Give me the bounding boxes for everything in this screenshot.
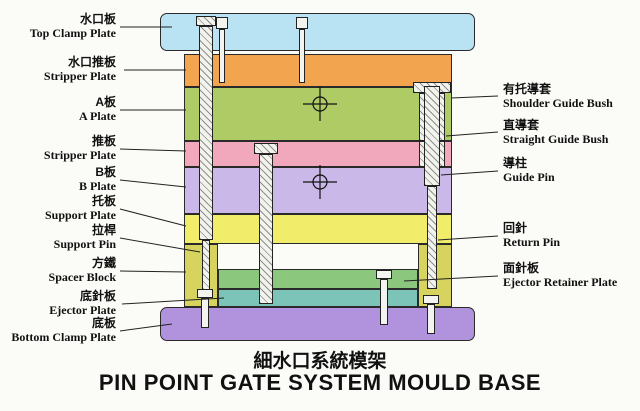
label-ejector-plate: 底針板 Ejector Plate [0, 289, 116, 317]
label-cn: 導柱 [503, 156, 528, 170]
label-en: Guide Pin [503, 170, 555, 184]
label-cn: 有托導套 [503, 82, 552, 96]
label-en: Top Clamp Plate [29, 26, 116, 40]
label-en: Stripper Plate [43, 148, 116, 162]
label-cn: 回針 [503, 221, 528, 235]
leader-shoulder-bush [450, 95, 499, 99]
center-pin-head [254, 143, 278, 154]
plate-b [184, 167, 452, 214]
label-return-pin: 回針 Return Pin [503, 221, 640, 249]
label-en: Ejector Plate [49, 303, 116, 317]
label-en: Ejector Retainer Plate [503, 275, 618, 289]
plate-stripper [184, 141, 452, 167]
label-stripper-plate: 推板 Stripper Plate [0, 134, 116, 162]
label-bottom-clamp-plate: 底板 Bottom Clamp Plate [0, 316, 116, 344]
top-screw-head [216, 17, 228, 29]
label-en: Straight Guide Bush [503, 132, 609, 146]
label-cn: A板 [95, 95, 116, 109]
label-b-plate: B板 B Plate [0, 165, 116, 193]
center-pin-body [259, 154, 273, 304]
label-straight-guide-bush: 直導套 Straight Guide Bush [503, 118, 640, 146]
leader-straight-bush [445, 131, 499, 137]
top-screw2-head [296, 17, 308, 29]
top-screw2-shaft [299, 29, 305, 83]
bottom-bolt-right-head [423, 295, 439, 304]
label-cn: 拉桿 [91, 223, 116, 237]
label-support-plate: 托板 Support Plate [0, 194, 116, 222]
label-cn: 方鐵 [91, 256, 116, 270]
ejector-bolt-left-head [197, 289, 213, 298]
label-en: Stripper Plate [43, 69, 116, 83]
support-pin-head [196, 16, 216, 26]
bottom-bolt-right-shaft [427, 304, 435, 334]
leader-b-plate [119, 179, 187, 188]
label-ejector-retainer-plate: 面針板 Ejector Retainer Plate [503, 261, 640, 289]
label-en: A Plate [79, 109, 116, 123]
support-pin-lower [202, 240, 210, 290]
label-cn: 推板 [91, 134, 116, 148]
label-cn: 底板 [91, 316, 116, 330]
label-cn: 面針板 [503, 261, 540, 275]
plate-ejector [218, 289, 418, 307]
ejector-bolt-mid-head [376, 270, 392, 279]
label-cn: 托板 [91, 194, 116, 208]
label-cn: 直導套 [503, 118, 540, 132]
label-support-pin: 拉桿 Support Pin [0, 223, 116, 251]
leader-spacer-block [119, 270, 187, 273]
label-guide-pin: 導柱 Guide Pin [503, 156, 640, 184]
label-en: Shoulder Guide Bush [503, 96, 613, 110]
plate-support [184, 214, 452, 244]
return-pin [427, 186, 437, 289]
label-top-clamp-plate: 水口板 Top Clamp Plate [0, 12, 116, 40]
leader-support-plate [119, 208, 187, 227]
label-shoulder-guide-bush: 有托導套 Shoulder Guide Bush [503, 82, 640, 110]
support-pin-body [199, 26, 213, 240]
label-spacer-block: 方鐵 Spacer Block [0, 256, 116, 284]
plate-stripper-top [184, 54, 452, 87]
plate-a [184, 87, 452, 141]
ejector-bolt-mid-shaft [380, 279, 388, 325]
label-en: Support Plate [44, 208, 116, 222]
label-a-plate: A板 A Plate [0, 95, 116, 123]
label-en: B Plate [79, 179, 116, 193]
label-en: Spacer Block [48, 270, 116, 284]
label-cn: 底針板 [79, 289, 116, 303]
top-screw-shaft [219, 29, 225, 83]
label-en: Support Pin [53, 237, 116, 251]
leader-stripper [119, 148, 187, 152]
label-cn: B板 [95, 165, 116, 179]
ejector-bolt-left-shaft [201, 298, 209, 328]
label-cn: 水口板 [79, 12, 116, 26]
title-english: PIN POINT GATE SYSTEM MOULD BASE [98, 370, 542, 395]
title-chinese: 細水口系統模架 [253, 351, 387, 372]
guide-pin [424, 86, 440, 186]
label-cn: 水口推板 [67, 55, 116, 69]
label-stripper-plate-top: 水口推板 Stripper Plate [0, 55, 116, 83]
label-en: Bottom Clamp Plate [11, 330, 116, 344]
label-en: Return Pin [503, 235, 560, 249]
